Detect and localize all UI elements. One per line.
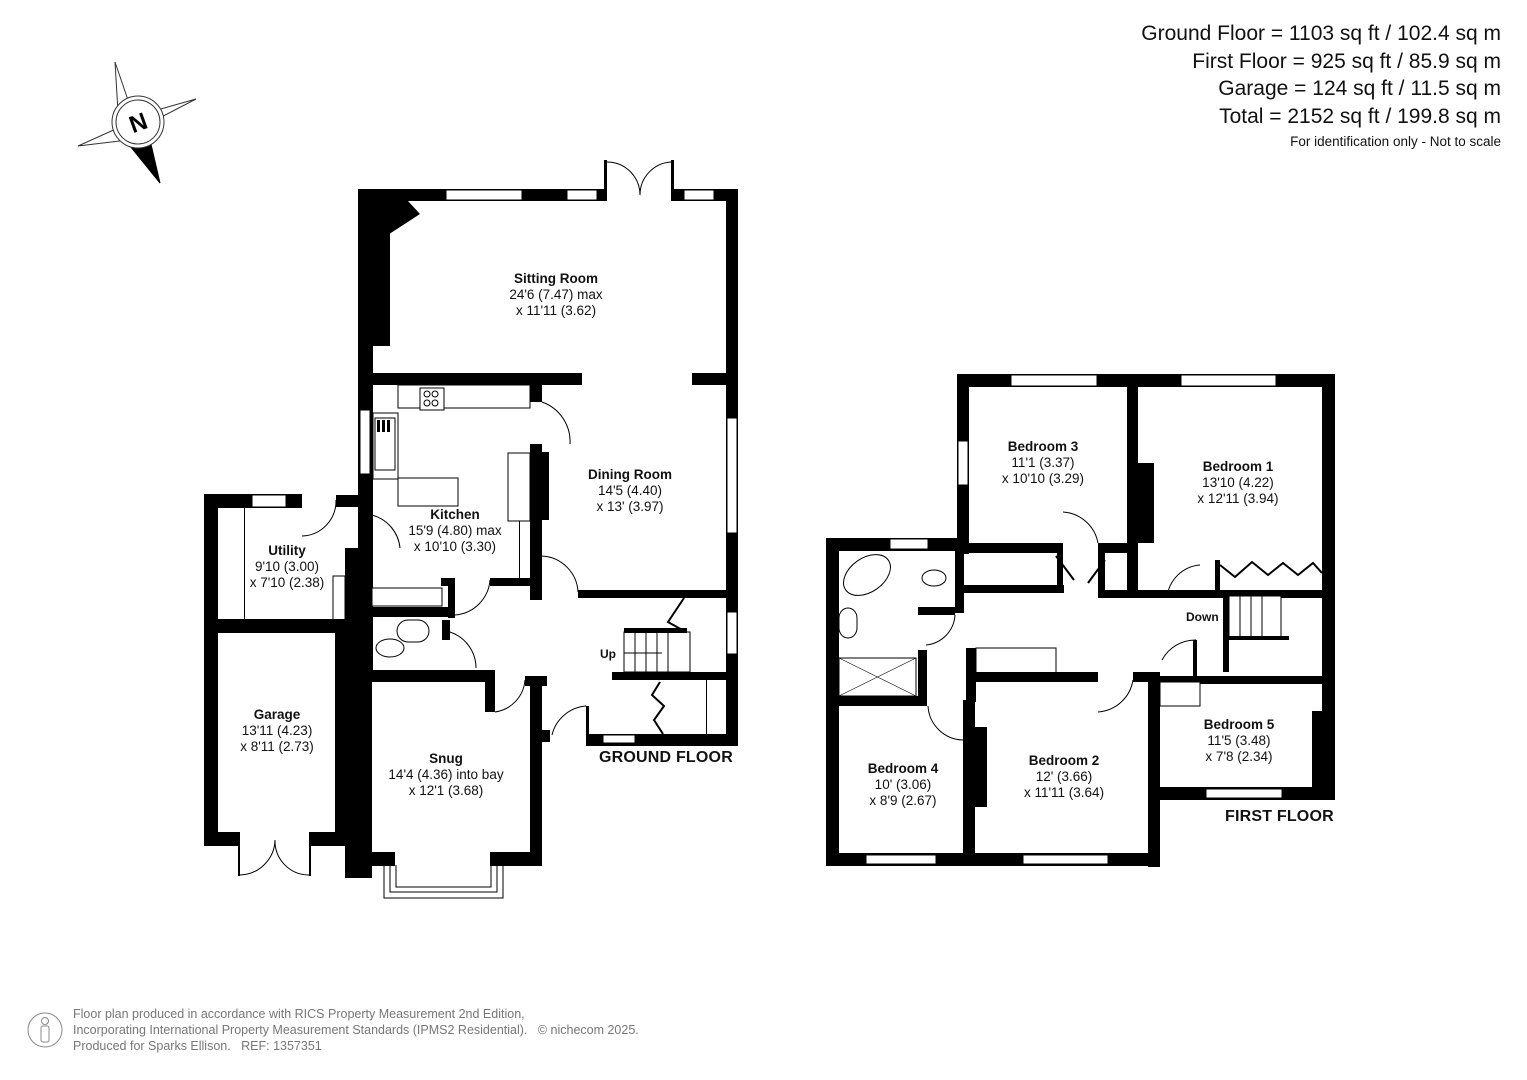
copyright: © nichecom 2025.	[537, 1023, 639, 1037]
room-bedroom-2: Bedroom 2 12' (3.66) x 11'11 (3.64)	[1023, 753, 1105, 800]
ground-floor-title: GROUND FLOOR	[599, 749, 733, 766]
room-snug: Snug 14'4 (4.36) into bay x 12'1 (3.68)	[388, 751, 504, 798]
stairs-down-label: Down	[1186, 610, 1219, 624]
room-bedroom-1: Bedroom 1 13'10 (4.22) x 12'11 (3.94)	[1197, 459, 1279, 506]
stairs-up-label: Up	[600, 647, 616, 661]
person-icon	[27, 1012, 63, 1048]
ground-floor-plan	[204, 160, 738, 899]
room-sitting-room: Sitting Room 24'6 (7.47) max x 11'11 (3.…	[509, 271, 603, 318]
ground-floor-area: Ground Floor = 1103 sq ft / 102.4 sq m	[1141, 22, 1501, 45]
total-area: Total = 2152 sq ft / 199.8 sq m	[1219, 104, 1501, 128]
scale-note: For identification only - Not to scale	[1290, 134, 1501, 149]
room-dining-room: Dining Room 14'5 (4.40) x 13' (3.97)	[588, 467, 672, 514]
room-garage: Garage 13'11 (4.23) x 8'11 (2.73)	[240, 707, 314, 754]
room-bedroom-4: Bedroom 4 10' (3.06) x 8'9 (2.67)	[867, 761, 939, 808]
room-utility: Utility 9'10 (3.00) x 7'10 (2.38)	[249, 543, 325, 590]
room-bedroom-3: Bedroom 3 11'1 (3.37) x 10'10 (3.29)	[1001, 439, 1085, 486]
room-kitchen: Kitchen 15'9 (4.80) max x 10'10 (3.30)	[408, 507, 502, 554]
footer-disclaimer: Floor plan produced in accordance with R…	[73, 1007, 639, 1053]
north-arrow-icon: N	[77, 61, 197, 184]
first-floor-title: FIRST FLOOR	[1225, 808, 1334, 825]
area-summary: Ground Floor = 1103 sq ft / 102.4 sq m F…	[1141, 20, 1501, 149]
garage-area: Garage = 124 sq ft / 11.5 sq m	[1218, 77, 1501, 100]
first-floor-plan	[826, 374, 1335, 867]
room-bedroom-5: Bedroom 5 11'5 (3.48) x 7'8 (2.34)	[1203, 717, 1275, 764]
first-floor-area: First Floor = 925 sq ft / 85.9 sq m	[1192, 49, 1501, 73]
